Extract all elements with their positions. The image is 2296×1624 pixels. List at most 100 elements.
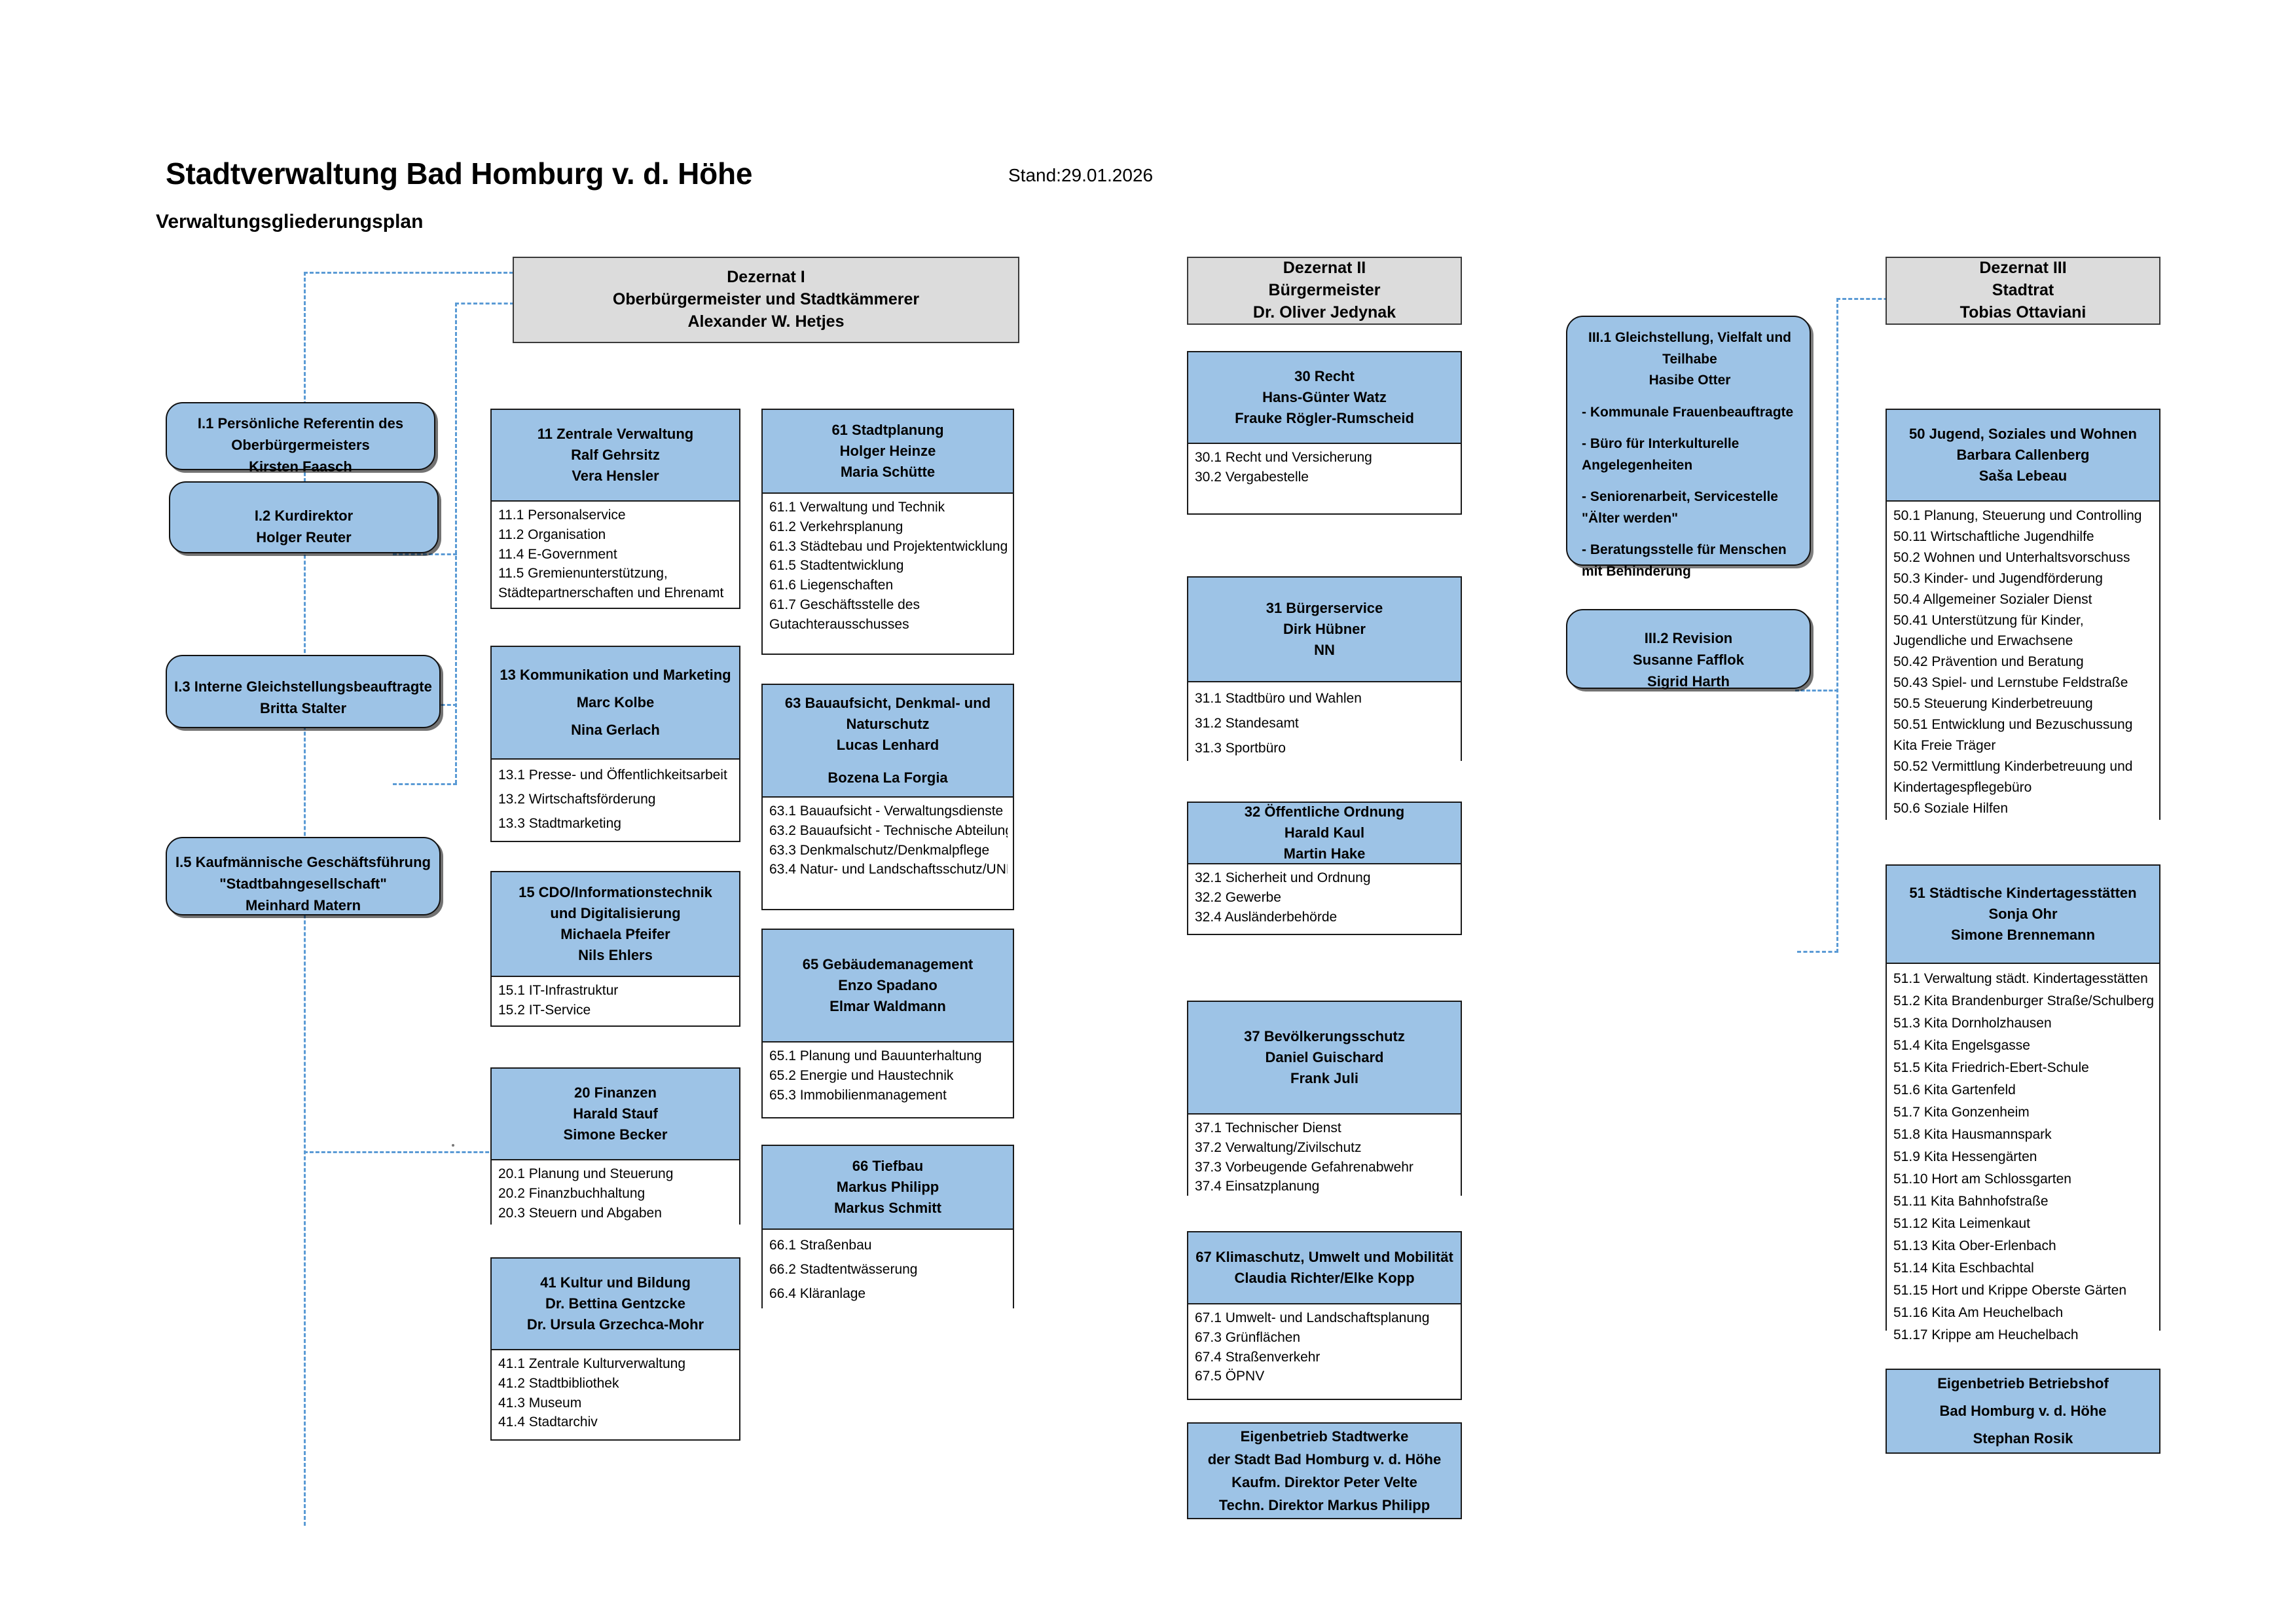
unit-65-person1: Enzo Spadano — [838, 977, 938, 994]
list-item: 50.5 Steuerung Kinderbetreuung — [1893, 696, 2093, 712]
unit-11-person1: Ralf Gehrsitz — [571, 447, 660, 464]
list-item: 13.3 Stadtmarketing — [498, 815, 621, 831]
unit-63-person2: Bozena La Forgia — [828, 769, 948, 786]
list-item: 51.6 Kita Gartenfeld — [1893, 1082, 2016, 1098]
page-subtitle: Verwaltungsgliederungsplan — [156, 211, 424, 232]
unit-41[interactable]: 41 Kultur und Bildung Dr. Bettina Gentzc… — [490, 1257, 740, 1441]
unit-11-header: 11 Zentrale Verwaltung Ralf Gehrsitz Ver… — [492, 410, 739, 502]
list-item: 11.2 Organisation — [498, 526, 606, 542]
unit-50-person1: Barbara Callenberg — [1956, 447, 2090, 464]
stand-date: Stand:29.01.2026 — [1008, 165, 1154, 185]
unit-11[interactable]: 11 Zentrale Verwaltung Ralf Gehrsitz Ver… — [490, 409, 740, 609]
unit-63-person1: Lucas Lenhard — [836, 737, 939, 753]
dezernat-iii-person: Tobias Ottaviani — [1959, 303, 2086, 322]
unit-15-items: 15.1 IT-Infrastruktur 15.2 IT-Service — [492, 977, 739, 1024]
list-item: 63.1 Bauaufsicht - Verwaltungsdienste — [769, 803, 1004, 819]
list-item: 30.1 Recht und Versicherung — [1195, 450, 1372, 465]
unit-65-person2: Elmar Waldmann — [829, 997, 946, 1014]
unit-61-person2: Maria Schütte — [840, 463, 936, 480]
unit-66-items: 66.1 Straßenbau 66.2 Stadtentwässerung 6… — [763, 1230, 1013, 1310]
unit-32[interactable]: 32 Öffentliche Ordnung Harald Kaul Marti… — [1187, 802, 1462, 935]
iii1-bullet-2: - Büro für Interkulturelle Angelegenheit… — [1582, 436, 1740, 473]
connector-iii-vert — [1836, 298, 1838, 953]
unit-20[interactable]: 20 Finanzen Harald Stauf Simone Becker 2… — [490, 1067, 740, 1227]
list-item: 50.43 Spiel- und Lernstube Feldstraße — [1893, 675, 2128, 691]
eigenbetrieb-stadtwerke[interactable]: Eigenbetrieb Stadtwerke der Stadt Bad Ho… — [1187, 1422, 1462, 1519]
list-item: 30.2 Vergabestelle — [1195, 469, 1309, 485]
unit-30[interactable]: 30 Recht Hans-Günter Watz Frauke Rögler-… — [1187, 351, 1462, 515]
list-item: 50.4 Allgemeiner Sozialer Dienst — [1893, 591, 2092, 607]
connector-i-branch-kfm — [393, 783, 457, 785]
unit-30-items: 30.1 Recht und Versicherung 30.2 Vergabe… — [1188, 444, 1461, 491]
list-item: 50.51 Entwicklung und Bezuschussung — [1893, 717, 2133, 733]
staff-box-iii1[interactable]: III.1 Gleichstellung, Vielfalt und Teilh… — [1566, 316, 1811, 579]
list-item: 67.3 Grünflächen — [1195, 1329, 1301, 1345]
list-item: 15.2 IT-Service — [498, 1002, 591, 1018]
unit-63-title: 63 Bauaufsicht, Denkmal- und — [784, 695, 991, 712]
list-item: 37.3 Vorbeugende Gefahrenabwehr — [1195, 1159, 1413, 1175]
list-item: 50.3 Kinder- und Jugendförderung — [1893, 570, 2103, 586]
unit-51[interactable]: 51 Städtische Kindertagesstätten Sonja O… — [1886, 864, 2160, 1351]
staff-box-i2[interactable]: I.2 Kurdirektor Holger Reuter — [169, 481, 439, 553]
list-item: 63.4 Natur- und Landschaftsschutz/UNB — [769, 862, 1008, 877]
unit-15-title: 15 CDO/Informationstechnik — [519, 884, 712, 901]
unit-41-person2: Dr. Ursula Grzechca-Mohr — [526, 1316, 704, 1333]
unit-15[interactable]: 15 CDO/Informationstechnik und Digitalis… — [490, 871, 740, 1027]
unit-65-items: 65.1 Planung und Bauunterhaltung 65.2 En… — [763, 1043, 1013, 1109]
unit-15-person1: Michaela Pfeifer — [560, 926, 670, 942]
list-item: 31.3 Sportbüro — [1195, 740, 1286, 756]
unit-31[interactable]: 31 Bürgerservice Dirk Hübner NN 31.1 Sta… — [1187, 576, 1462, 765]
unit-61-items: 61.1 Verwaltung und Technik 61.2 Verkehr… — [763, 494, 1013, 638]
unit-67[interactable]: 67 Klimaschutz, Umwelt und Mobilität Cla… — [1187, 1231, 1462, 1400]
list-item: 51.13 Kita Ober-Erlenbach — [1893, 1238, 2056, 1254]
staff-box-i5[interactable]: I.5 Kaufmännische Geschäftsführung "Stad… — [166, 837, 441, 915]
unit-63-header: 63 Bauaufsicht, Denkmal- und Naturschutz… — [763, 685, 1013, 798]
staff-box-i1[interactable]: I.1 Persönliche Referentin des Oberbürge… — [166, 402, 435, 475]
list-item: 66.4 Kläranlage — [769, 1285, 866, 1301]
staff-i1-line3: Kirsten Faasch — [249, 458, 352, 475]
unit-13-person2: Nina Gerlach — [571, 721, 660, 738]
list-item: 61.1 Verwaltung und Technik — [769, 500, 945, 515]
list-item: 41.4 Stadtarchiv — [498, 1414, 598, 1430]
unit-37[interactable]: 37 Bevölkerungsschutz Daniel Guischard F… — [1187, 1001, 1462, 1201]
list-item: 20.2 Finanzbuchhaltung — [498, 1185, 646, 1201]
unit-37-person1: Daniel Guischard — [1265, 1049, 1384, 1066]
unit-50[interactable]: 50 Jugend, Soziales und Wohnen Barbara C… — [1886, 409, 2160, 823]
connector-iii-bottom — [1797, 951, 1838, 953]
unit-13-items: 13.1 Presse- und Öffentlichkeitsarbeit 1… — [492, 760, 739, 840]
unit-65[interactable]: 65 Gebäudemanagement Enzo Spadano Elmar … — [761, 929, 1014, 1118]
unit-66-person2: Markus Schmitt — [834, 1199, 941, 1216]
unit-63[interactable]: 63 Bauaufsicht, Denkmal- und Naturschutz… — [761, 684, 1014, 910]
unit-13[interactable]: 13 Kommunikation und Marketing Marc Kolb… — [490, 646, 740, 842]
unit-11-items: 11.1 Personalservice 11.2 Organisation 1… — [492, 502, 739, 608]
unit-13-title: 13 Kommunikation und Marketing — [500, 667, 731, 684]
list-item: 63.3 Denkmalschutz/Denkmalpflege — [769, 842, 990, 858]
dezernat-iii-label: Dezernat III — [1979, 259, 2067, 278]
staff-i5-line2: "Stadtbahngesellschaft" — [219, 876, 387, 892]
eigenbetrieb-betriebshof[interactable]: Eigenbetrieb Betriebshof Bad Homburg v. … — [1886, 1369, 2160, 1454]
unit-13-person1: Marc Kolbe — [576, 694, 655, 711]
unit-61-header: 61 Stadtplanung Holger Heinze Maria Schü… — [763, 410, 1013, 494]
list-item: 50.11 Wirtschaftliche Jugendhilfe — [1893, 528, 2094, 544]
staff-box-i3[interactable]: I.3 Interne Gleichstellungsbeauftragte B… — [166, 655, 441, 728]
list-item: 11.5 Gremienunterstützung, — [498, 566, 668, 581]
list-item: 50.42 Prävention und Beratung — [1893, 654, 2084, 670]
unit-61[interactable]: 61 Stadtplanung Holger Heinze Maria Schü… — [761, 409, 1014, 655]
unit-66[interactable]: 66 Tiefbau Markus Philipp Markus Schmitt… — [761, 1145, 1014, 1310]
list-item: 41.2 Stadtbibliothek — [498, 1375, 619, 1391]
dezernat-i-header: Dezernat I Oberbürgermeister und Stadtkä… — [513, 257, 1019, 343]
list-item: 13.1 Presse- und Öffentlichkeitsarbeit — [498, 767, 727, 783]
stadtwerke-line4: Techn. Direktor Markus Philipp — [1218, 1497, 1430, 1514]
staff-box-iii2[interactable]: III.2 Revision Susanne Fafflok Sigrid Ha… — [1566, 609, 1811, 690]
unit-67-person1: Claudia Richter/Elke Kopp — [1234, 1270, 1415, 1286]
unit-20-title: 20 Finanzen — [574, 1084, 657, 1101]
staff-i1-line1: I.1 Persönliche Referentin des — [197, 415, 404, 432]
iii1-bullet-3: - Seniorenarbeit, Servicestelle "Älter w… — [1582, 489, 1778, 526]
unit-30-title: 30 Recht — [1294, 368, 1355, 385]
dezernat-iii-header: Dezernat III Stadtrat Tobias Ottaviani — [1886, 257, 2160, 325]
iii1-bullet-4: - Beratungsstelle für Menschen mit Behin… — [1582, 542, 1787, 579]
unit-65-header: 65 Gebäudemanagement Enzo Spadano Elmar … — [763, 930, 1013, 1043]
unit-30-person1: Hans-Günter Watz — [1262, 389, 1387, 406]
list-item: 37.1 Technischer Dienst — [1195, 1120, 1341, 1135]
staff-i3-line2: Britta Stalter — [259, 700, 347, 716]
